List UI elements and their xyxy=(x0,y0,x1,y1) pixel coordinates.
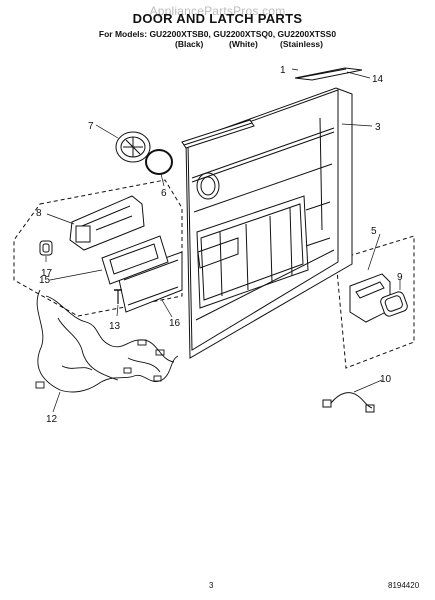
vent-housing xyxy=(349,273,391,323)
dispenser-opening xyxy=(196,172,220,200)
screw xyxy=(114,289,122,304)
model-list: For Models: GU2200XTSB0, GU2200XTSQ0, GU… xyxy=(98,29,337,39)
grommet xyxy=(39,240,53,256)
callout-14: 14 xyxy=(372,74,384,85)
callout-10: 10 xyxy=(380,374,392,385)
callout-15: 15 xyxy=(39,275,51,286)
leader-lines xyxy=(45,68,401,413)
finish-stainless: (Stainless) xyxy=(280,39,323,49)
door-top-cap xyxy=(294,67,363,81)
latch-assembly xyxy=(69,195,145,251)
page-number: 3 xyxy=(209,581,214,590)
document-number: 8194420 xyxy=(388,581,420,590)
finish-black: (Black) xyxy=(175,39,204,49)
vent-gasket xyxy=(145,149,173,175)
dashed-group-right xyxy=(335,235,415,369)
door-side-trim xyxy=(181,119,255,149)
callout-3: 3 xyxy=(375,122,381,133)
callout-1: 1 xyxy=(280,65,286,76)
callout-5: 5 xyxy=(371,226,377,237)
callout-8: 8 xyxy=(36,208,42,219)
vent-cap xyxy=(115,131,151,163)
callout-numbers: 1 14 3 7 6 8 5 15 17 9 13 16 10 12 xyxy=(36,65,403,425)
watermark: AppliancePartsPros.com xyxy=(149,4,286,18)
callout-12: 12 xyxy=(46,414,58,425)
callout-9: 9 xyxy=(397,272,403,283)
callout-17: 17 xyxy=(41,268,53,279)
callout-13: 13 xyxy=(109,321,121,332)
control-board xyxy=(101,235,169,285)
door-inner-panel xyxy=(185,87,353,359)
page-title: DOOR AND LATCH PARTS xyxy=(132,11,303,26)
callout-6: 6 xyxy=(161,188,167,199)
cover-plate xyxy=(117,251,183,313)
callout-16: 16 xyxy=(169,318,181,329)
finish-white: (White) xyxy=(229,39,258,49)
thermal-fuse-wire xyxy=(322,392,375,413)
wire-harness xyxy=(35,289,179,393)
callout-7: 7 xyxy=(88,121,94,132)
vent-seal xyxy=(380,291,408,317)
